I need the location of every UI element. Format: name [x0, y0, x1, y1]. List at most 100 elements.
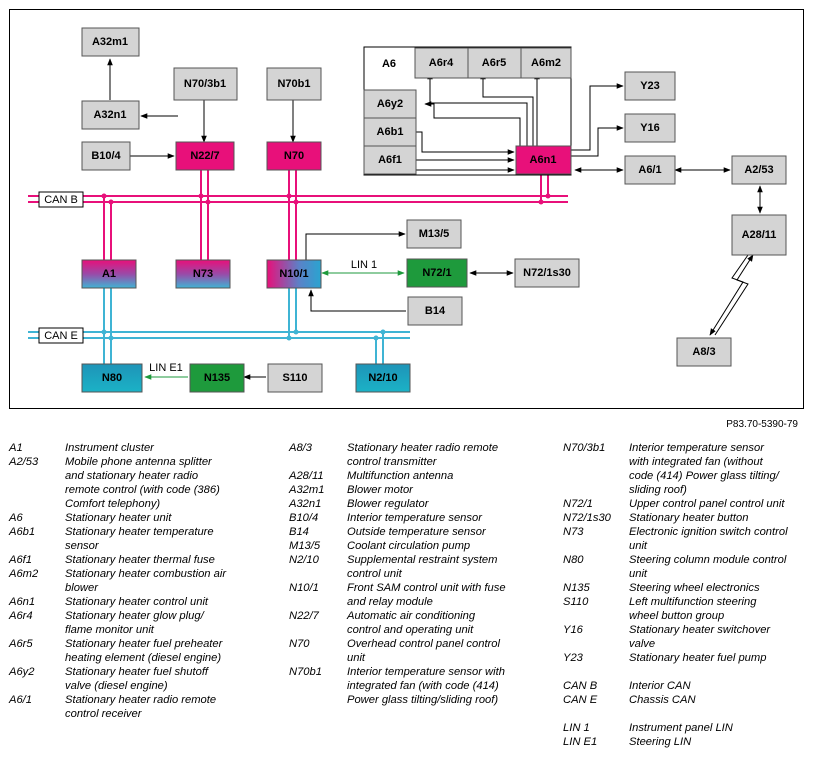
- legend-description-line: valve (diesel engine): [65, 680, 168, 692]
- legend-description: Upper control panel control unit: [629, 497, 784, 511]
- legend-description-line: heating element (diesel engine): [65, 652, 222, 664]
- node-n72-1s30: N72/1s30: [514, 258, 580, 288]
- node-n80: N80: [81, 363, 143, 393]
- lin1-label: LIN 1: [351, 259, 377, 271]
- legend-description: Instrument panel LIN: [629, 721, 733, 735]
- legend-description-line: Stationary heater fuel shutoff: [65, 666, 209, 678]
- legend-entry: N10/1 Front SAM control unit with fuse and…: [289, 581, 559, 609]
- legend-description-line: unit: [629, 540, 648, 552]
- legend-term: A2/53: [9, 456, 39, 468]
- legend-entry: A2/53 Mobile phone antenna splitter and st…: [9, 455, 279, 511]
- svg-text:N80: N80: [102, 372, 122, 384]
- legend-term: A6b1: [9, 526, 36, 538]
- legend-description-line: Front SAM control unit with fuse: [347, 582, 506, 594]
- node-a6m2: A6m2: [520, 47, 572, 79]
- node-y23: Y23: [624, 71, 676, 101]
- legend-term: CAN B: [563, 680, 598, 692]
- legend-term: A6r4: [9, 610, 33, 622]
- legend-term: N72/1s30: [563, 512, 611, 524]
- legend-description-line: Mobile phone antenna splitter: [65, 456, 212, 468]
- node-n70b1: N70b1: [266, 67, 322, 101]
- legend-term: A6m2: [9, 568, 39, 580]
- legend-description-line: valve: [629, 638, 656, 650]
- node-a32n1: A32n1: [81, 100, 140, 130]
- legend-term: N70b1: [289, 666, 322, 678]
- legend-description-line: unit: [629, 568, 648, 580]
- legend-description-line: control receiver: [65, 708, 142, 720]
- legend-description: Stationary heater unit: [65, 511, 171, 525]
- node-a6r5: A6r5: [467, 47, 522, 79]
- node-a6r4: A6r4: [414, 47, 469, 79]
- legend-description-line: with integrated fan (without: [629, 456, 763, 468]
- legend-term: A28/11: [289, 470, 324, 482]
- legend-description-line: and stationary heater radio: [65, 470, 199, 482]
- svg-text:M13/5: M13/5: [419, 228, 450, 240]
- legend-description: Blower regulator: [347, 497, 428, 511]
- legend-description: Interior temperature sensor with integrat…: [347, 665, 505, 707]
- svg-text:N70/3b1: N70/3b1: [184, 78, 226, 90]
- legend-description-line: Stationary heater control unit: [65, 596, 209, 608]
- node-a2-53: A2/53: [731, 155, 787, 185]
- legend-term: A32m1: [289, 484, 325, 496]
- svg-text:N10/1: N10/1: [279, 268, 308, 280]
- legend-description-line: Upper control panel control unit: [629, 498, 785, 510]
- svg-text:S110: S110: [282, 372, 307, 384]
- legend-description-line: integrated fan (with code (414): [347, 680, 499, 692]
- svg-text:N70: N70: [284, 150, 304, 162]
- diagram-frame: CAN B CAN E A6: [9, 9, 804, 409]
- legend-description-line: Comfort telephony): [65, 498, 161, 510]
- legend-description: Front SAM control unit with fuse and rela…: [347, 581, 506, 609]
- legend-description-line: Interior temperature sensor with: [347, 666, 505, 678]
- legend-description: Stationary heater fuel shutoff valve (die…: [65, 665, 208, 693]
- legend-entry: A6r4 Stationary heater glow plug/flame mo…: [9, 609, 279, 637]
- legend-description-line: Instrument panel LIN: [629, 722, 733, 734]
- svg-text:A6/1: A6/1: [638, 164, 661, 176]
- legend-description: Stationary heater glow plug/flame monito…: [65, 609, 204, 637]
- node-n72-1: N72/1: [406, 258, 468, 288]
- legend-description: Instrument cluster: [65, 441, 154, 455]
- legend-description-line: Overhead control panel control: [347, 638, 500, 650]
- legend-description: Steering wheel electronics: [629, 581, 760, 595]
- node-n70: N70: [266, 141, 322, 171]
- svg-text:A6f1: A6f1: [378, 154, 402, 166]
- legend-description: Coolant circulation pump: [347, 539, 470, 553]
- legend-description-line: Chassis CAN: [629, 694, 696, 706]
- legend-term: A6r5: [9, 638, 33, 650]
- legend-entry: A32m1 Blower motor: [289, 483, 559, 497]
- legend-description-line: Left multifunction steering: [629, 596, 757, 608]
- svg-text:N72/1s30: N72/1s30: [523, 267, 571, 279]
- can-e-label: CAN E: [38, 327, 84, 344]
- legend-description-line: and relay module: [347, 596, 433, 608]
- node-a1: A1: [81, 259, 137, 289]
- legend-description-line: control transmitter: [347, 456, 437, 468]
- legend-term: Y23: [563, 652, 583, 664]
- legend-description: Blower motor: [347, 483, 413, 497]
- legend-term: N10/1: [289, 582, 319, 594]
- legend-term: N72/1: [563, 498, 593, 510]
- legend-term: Y16: [563, 624, 583, 636]
- legend-description-line: Outside temperature sensor: [347, 526, 486, 538]
- node-b14: B14: [407, 296, 463, 326]
- node-a6-1: A6/1: [624, 155, 676, 185]
- legend-description-line: Steering wheel electronics: [629, 582, 760, 594]
- legend-description-line: Stationary heater temperature: [65, 526, 214, 538]
- legend-description-line: Power glass tilting/sliding roof): [347, 694, 499, 706]
- legend-spacer: [563, 665, 813, 679]
- legend-term: N70: [289, 638, 310, 650]
- svg-text:CAN E: CAN E: [44, 330, 78, 342]
